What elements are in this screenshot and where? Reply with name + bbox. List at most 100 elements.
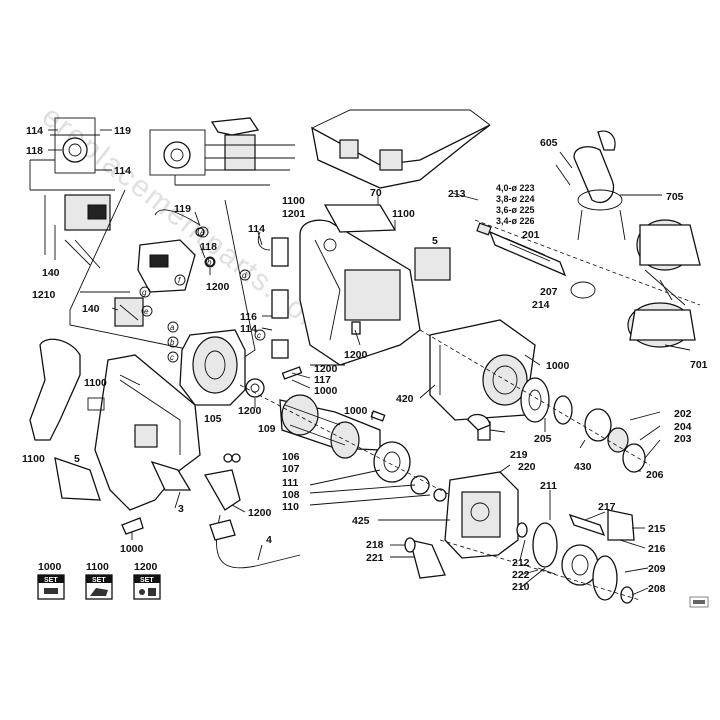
letter-b: b xyxy=(170,338,175,347)
gear-case-425 xyxy=(444,413,519,559)
bracket-1210 xyxy=(69,189,256,361)
label-206: 206 xyxy=(646,469,664,481)
set-1200-badge: SET xyxy=(140,577,154,584)
set-1000-number: 1000 xyxy=(38,561,62,573)
letter-a-top: a xyxy=(200,228,205,237)
label-1100: 1100 xyxy=(282,195,305,207)
label-70: 70 xyxy=(370,187,382,199)
letter-b-top: b xyxy=(207,258,212,267)
label-110: 110 xyxy=(282,501,299,513)
label-202: 202 xyxy=(674,408,692,420)
label-1100: 1100 xyxy=(22,453,45,465)
label-1200: 1200 xyxy=(314,363,338,375)
label-224: 3,8-ø 224 xyxy=(496,194,535,204)
label-213: 213 xyxy=(448,188,466,200)
label-223: 4,0-ø 223 xyxy=(496,183,535,193)
label-111: 111 xyxy=(282,477,299,489)
label-201: 201 xyxy=(522,229,540,241)
label-204: 204 xyxy=(674,421,692,433)
field-coil-105 xyxy=(179,329,303,406)
label-1000: 1000 xyxy=(314,385,338,397)
label-1100: 1100 xyxy=(392,208,415,220)
set-1100-number: 1100 xyxy=(86,561,109,573)
label-5: 5 xyxy=(432,235,438,247)
label-1000: 1000 xyxy=(546,360,570,372)
set-1100-badge: SET xyxy=(92,577,106,584)
keyless-chuck xyxy=(627,219,701,348)
part-labels: 114 119 118 114 605 705 70 213 4,0-ø 223… xyxy=(22,125,708,595)
label-207: 207 xyxy=(540,286,558,298)
label-425: 425 xyxy=(352,515,370,527)
label-1201: 1201 xyxy=(282,208,306,220)
label-215: 215 xyxy=(648,523,666,535)
label-116: 116 xyxy=(240,311,257,323)
label-117: 117 xyxy=(314,374,331,386)
set-1000-badge: SET xyxy=(44,577,58,584)
label-105: 105 xyxy=(204,413,222,425)
motor-housing xyxy=(299,204,451,366)
label-420: 420 xyxy=(396,393,414,405)
label-1200: 1200 xyxy=(248,507,272,519)
label-222: 222 xyxy=(512,569,530,581)
handle-half xyxy=(29,338,201,511)
side-handle xyxy=(555,130,626,241)
label-430: 430 xyxy=(574,461,592,473)
label-118: 118 xyxy=(200,241,217,253)
letter-f: f xyxy=(178,276,181,285)
label-5: 5 xyxy=(74,453,80,465)
label-217: 217 xyxy=(598,501,616,513)
label-701: 701 xyxy=(690,359,708,371)
label-203: 203 xyxy=(674,433,692,445)
label-1000: 1000 xyxy=(344,405,368,417)
label-218: 218 xyxy=(366,539,384,551)
label-107: 107 xyxy=(282,463,300,475)
label-209: 209 xyxy=(648,563,666,575)
assembly-axes xyxy=(239,219,701,601)
label-221: 221 xyxy=(366,552,384,564)
publisher-logo xyxy=(689,596,709,608)
wiring-diagram-left xyxy=(29,117,115,269)
armature-106 xyxy=(279,394,447,502)
letter-d-top: d xyxy=(242,271,247,280)
label-1200: 1200 xyxy=(238,405,262,417)
label-140: 140 xyxy=(42,267,60,279)
label-4: 4 xyxy=(266,534,272,546)
label-208: 208 xyxy=(648,583,666,595)
label-3: 3 xyxy=(178,503,184,515)
label-1200: 1200 xyxy=(206,281,230,293)
set-1200-number: 1200 xyxy=(134,561,158,573)
label-1100: 1100 xyxy=(84,377,107,389)
label-216: 216 xyxy=(648,543,666,555)
leader-lines xyxy=(48,129,691,596)
label-210: 210 xyxy=(512,581,530,593)
label-1210: 1210 xyxy=(32,289,56,301)
set-kits: 1000 SET 1100 SET 1200 SET xyxy=(37,561,161,600)
label-226: 3,4-ø 226 xyxy=(496,216,535,226)
letter-e: e xyxy=(144,307,149,316)
spindle-201 xyxy=(476,222,596,299)
gear-housing-420 xyxy=(429,319,536,421)
label-211: 211 xyxy=(540,480,557,492)
label-106: 106 xyxy=(282,451,300,463)
label-119: 119 xyxy=(174,203,191,215)
label-212: 212 xyxy=(512,557,530,569)
power-cable xyxy=(121,453,301,569)
label-705: 705 xyxy=(666,191,684,203)
label-119: 119 xyxy=(114,125,131,137)
label-114: 114 xyxy=(240,323,257,335)
letter-c-right: c xyxy=(257,331,261,340)
letter-c: c xyxy=(170,353,174,362)
carry-case xyxy=(311,109,491,189)
label-109: 109 xyxy=(258,423,276,435)
connector-letters: a b g f e d a b c c xyxy=(139,226,266,363)
label-114: 114 xyxy=(26,125,43,137)
label-118: 118 xyxy=(26,145,43,157)
label-219: 219 xyxy=(510,449,528,461)
label-214: 214 xyxy=(532,299,550,311)
label-605: 605 xyxy=(540,137,558,149)
letter-a: a xyxy=(170,323,175,332)
wiring-diagram-right xyxy=(149,117,295,186)
label-1200: 1200 xyxy=(344,349,368,361)
label-1000: 1000 xyxy=(120,543,144,555)
label-114: 114 xyxy=(114,165,131,177)
